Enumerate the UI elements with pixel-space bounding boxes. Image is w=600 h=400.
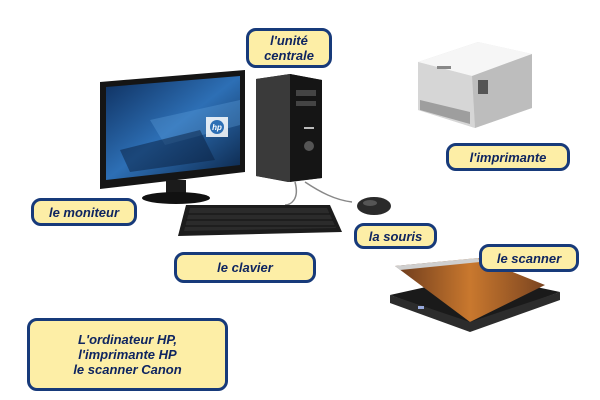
label-scanner: le scanner — [479, 244, 579, 272]
monitor-image: hp — [100, 70, 245, 204]
scanner-image — [390, 258, 560, 332]
label-central-unit: l'unité centrale — [246, 28, 332, 68]
label-mouse: la souris — [354, 223, 437, 249]
label-keyboard: le clavier — [174, 252, 316, 283]
printer-image — [418, 42, 532, 128]
monitor-logo: hp — [212, 123, 222, 132]
keyboard-image — [178, 205, 342, 236]
label-printer: l'imprimante — [446, 143, 570, 171]
label-monitor: le moniteur — [31, 198, 137, 226]
mouse-image — [357, 197, 391, 215]
central-unit-image — [256, 74, 322, 182]
caption-box: L'ordinateur HP, l'imprimante HP le scan… — [27, 318, 228, 391]
